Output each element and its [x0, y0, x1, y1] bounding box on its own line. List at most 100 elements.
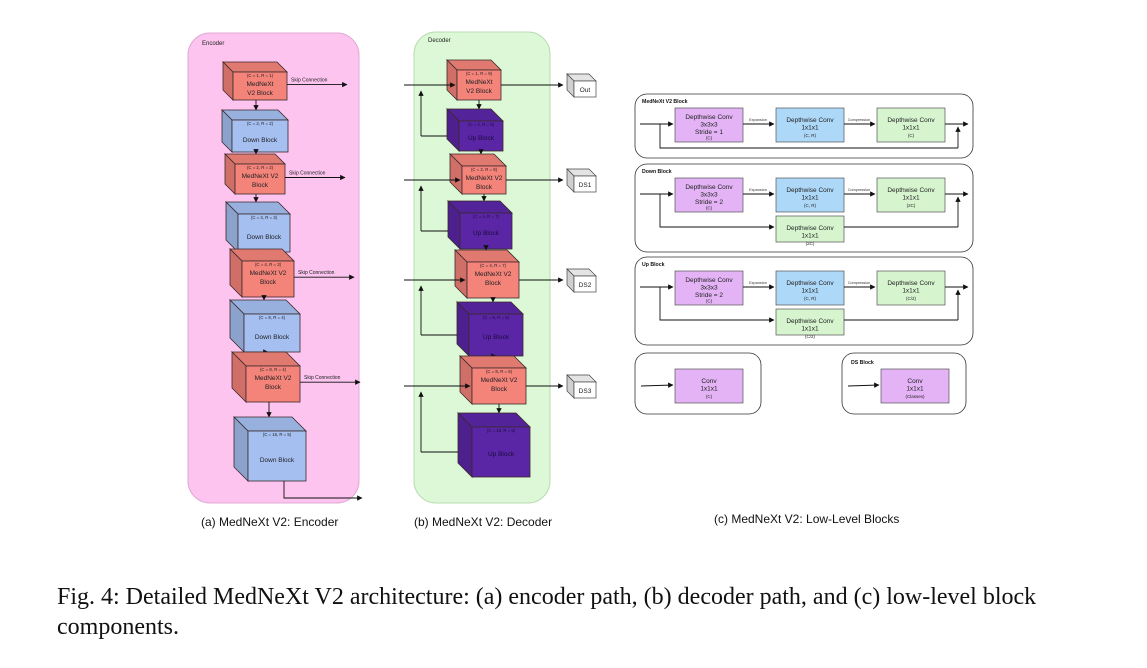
conv-box-rect — [775, 308, 845, 336]
up-block: (C = 16, R = 5)Up Block — [457, 412, 531, 478]
down-block: (C = 2, R = 2) Down Block — [221, 109, 289, 153]
block-params-label: (C = 2, R = 9) — [468, 122, 495, 127]
block-params-label: (C = 4, R = 3) — [255, 262, 282, 267]
up-block: (C = 2, R = 9) Up Block — [446, 108, 504, 152]
conv-label-line: 1x1x1 — [801, 195, 819, 202]
conv-params-label: (C, R) — [804, 296, 816, 301]
cube-top-face — [221, 109, 289, 121]
cube-front-face — [232, 71, 288, 101]
block-title-line1: MedNeXt — [246, 81, 273, 88]
block-title-line1: MedNeXt V2 — [466, 175, 503, 182]
residual-input-arrow — [659, 287, 775, 323]
encoder-panel-label: Encoder — [202, 41, 224, 47]
conv-label-line: Stride = 1 — [695, 129, 723, 136]
output-box-out: Out — [566, 73, 597, 98]
up-block: (C = 4, R = 7) Up Block — [447, 200, 513, 250]
output-label: DS1 — [579, 182, 592, 189]
expansion-label: Expansion — [749, 281, 767, 285]
block-params-label: (C = 4, R = 7) — [473, 214, 500, 219]
conv-params-label: (2C) — [806, 241, 815, 246]
cube-front-face — [573, 80, 597, 98]
conv-box-rect — [775, 107, 845, 143]
conv-label-line: Depthwise Conv — [887, 117, 935, 124]
block-params-label: (C = 2, R = 8) — [471, 167, 498, 172]
conv-params-label: (C) — [908, 133, 915, 138]
block-title: Down Block — [260, 457, 295, 464]
skip-connection-label: Skip Connection — [298, 270, 335, 276]
block-params-label: (C = 2, R = 2) — [247, 121, 274, 126]
group-title: Down Block — [642, 169, 672, 175]
conv-label-line: Depthwise Conv — [887, 187, 935, 194]
conv-label-line: 1x1x1 — [801, 233, 819, 240]
expansion-label: Expansion — [749, 188, 767, 192]
conv-box-rect — [876, 107, 946, 143]
conv-label-line: Conv — [701, 378, 717, 385]
conv-label-line: Depthwise Conv — [786, 117, 834, 124]
figure-caption: Fig. 4: Detailed MedNeXt V2 architecture… — [57, 584, 1037, 640]
block-title: Up Block — [468, 135, 495, 142]
cube-front-face — [461, 165, 507, 195]
conv-label-line: Depthwise Conv — [786, 187, 834, 194]
block-params-label: (C = 16, R = 5) — [487, 428, 516, 433]
block-params-label: (C = 16, R = 5) — [263, 432, 292, 437]
residual-line — [659, 124, 958, 149]
block-params-label: (C = 2, R = 2) — [247, 165, 274, 170]
block-title: Down Block — [255, 334, 290, 341]
conv-label-line: 3x3x3 — [700, 192, 718, 199]
conv-box-rect — [775, 177, 845, 213]
skip-connection-label: Skip Connection — [291, 78, 328, 84]
output-label: DS2 — [579, 282, 592, 289]
conv-params-label: (C/2) — [906, 296, 917, 301]
cube-front-face — [573, 275, 597, 293]
block-title-line1: MedNeXt V2 — [481, 377, 518, 384]
block-title-line2: Block — [265, 384, 282, 391]
block-params-label: (C = 4, R = 3) — [251, 215, 278, 220]
conv-label-line: 1x1x1 — [801, 125, 819, 132]
group-title: Up Block — [642, 262, 665, 268]
conv-label-line: Depthwise Conv — [685, 184, 733, 191]
cube-front-face — [245, 365, 301, 403]
conv-label-line: Conv — [907, 378, 923, 385]
conv-params-label: (C) — [706, 136, 713, 141]
conv-label-line: 3x3x3 — [700, 285, 718, 292]
down-block: (C = 4, R = 3)Down Block — [225, 201, 291, 253]
encoder-output-arrow — [283, 481, 363, 501]
conv-box-rect — [775, 215, 845, 243]
block-params-label: (C = 4, R = 7) — [480, 263, 507, 268]
conv-params-label: (C/2) — [805, 334, 816, 339]
conv-params-label: (C, R) — [804, 133, 816, 138]
block-params-label: (C = 1, R = 1) — [247, 73, 274, 78]
block-title-line2: Block — [252, 182, 269, 189]
compression-label: Compression — [848, 188, 870, 192]
down-block: (C = 8, R = 4)Down Block — [229, 299, 301, 353]
conv-box-rect — [674, 368, 744, 404]
conv-params-label: (C, R) — [804, 203, 816, 208]
block-title-line2: Block — [476, 184, 493, 191]
skip-connection-label: Skip Connection — [289, 171, 326, 177]
cube-front-face — [573, 381, 597, 399]
conv-box-rect — [674, 107, 744, 143]
conv-label-line: Depthwise Conv — [887, 280, 935, 287]
down-block: (C = 16, R = 5) Down Block — [233, 416, 307, 482]
block-title: Up Block — [473, 230, 500, 237]
block-params-label: (C = 8, R = 6) — [483, 315, 510, 320]
block-title: Down Block — [243, 137, 278, 144]
block-title-line2: V2 Block — [466, 88, 492, 95]
residual-input-arrow — [659, 194, 775, 230]
output-box-ds2: DS2 — [566, 268, 597, 293]
